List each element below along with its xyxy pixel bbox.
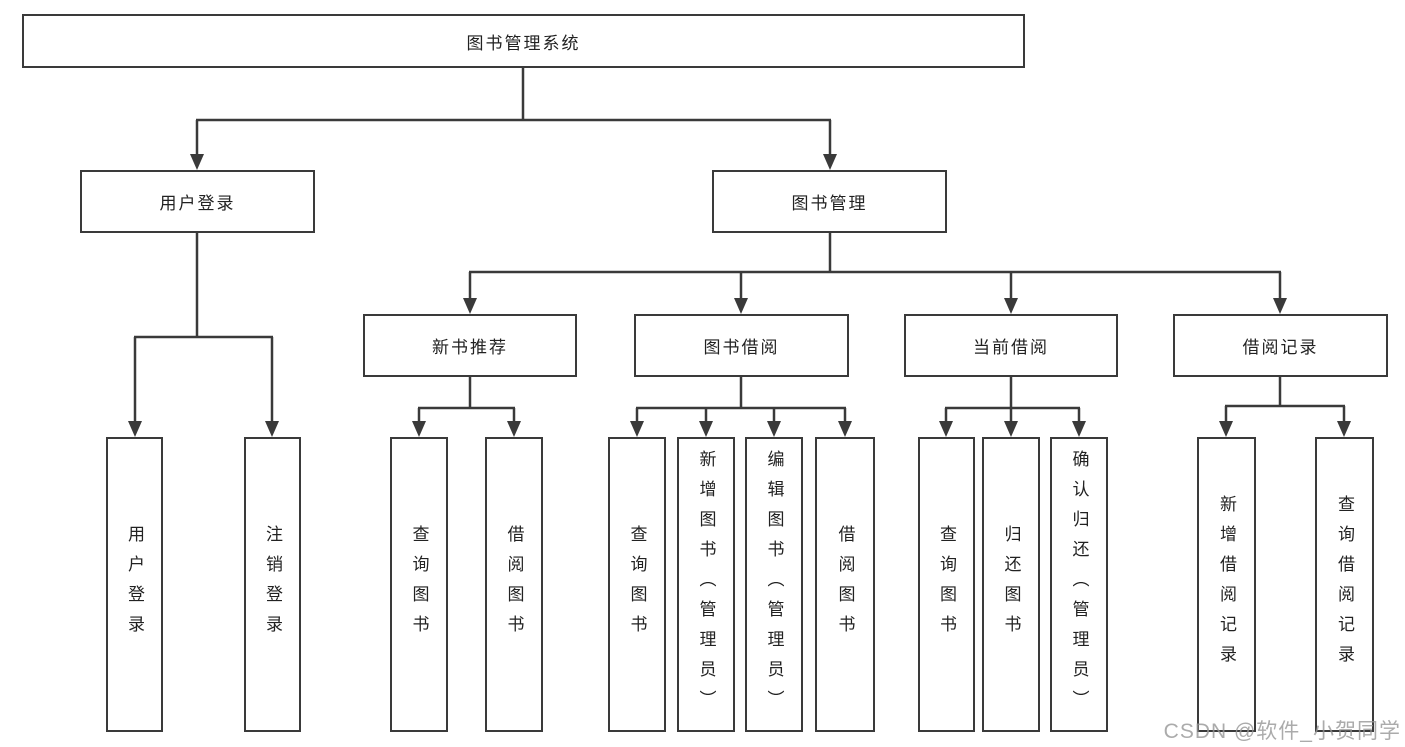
connector-current-borrow-to-leaves — [944, 377, 1081, 423]
node-user-login: 用户登录 — [80, 170, 315, 233]
leaf-user-login: 用户登录 — [106, 437, 163, 732]
connector-user-login-to-leaves — [133, 233, 274, 423]
leaf-new-books-borrow-label: 借阅图书 — [504, 524, 524, 645]
leaf-records-add-label: 新增借阅记录 — [1217, 494, 1236, 675]
node-borrow-records-label: 借阅记录 — [1242, 338, 1319, 357]
leaf-current-borrow-query-label: 查询图书 — [937, 524, 956, 645]
leaf-book-borrow-add-admin-label: 新增图书（管理员） — [696, 449, 716, 720]
leaf-new-books-borrow: 借阅图书 — [485, 437, 543, 732]
leaf-user-login-label: 用户登录 — [125, 524, 144, 645]
node-book-management-label: 图书管理 — [791, 194, 868, 213]
node-current-borrow: 当前借阅 — [904, 314, 1118, 377]
node-book-borrow-label: 图书借阅 — [703, 338, 780, 357]
arrowheads — [128, 154, 1351, 437]
connector-new-books-to-leaves — [417, 377, 516, 423]
node-new-books: 新书推荐 — [363, 314, 577, 377]
leaf-current-borrow-confirm-admin: 确认归还（管理员） — [1050, 437, 1108, 732]
leaf-book-borrow-edit-admin-label: 编辑图书（管理员） — [764, 449, 784, 720]
leaf-logout: 注销登录 — [244, 437, 301, 732]
connector-root-to-level2 — [195, 68, 832, 156]
leaf-current-borrow-return: 归还图书 — [982, 437, 1040, 732]
leaf-logout-label: 注销登录 — [263, 524, 282, 645]
connector-book-management-to-level3 — [468, 233, 1282, 300]
leaf-book-borrow-add-admin: 新增图书（管理员） — [677, 437, 735, 732]
connector-book-borrow-to-leaves — [635, 377, 847, 423]
connector-borrow-records-to-leaves — [1224, 377, 1346, 423]
node-new-books-label: 新书推荐 — [432, 338, 508, 357]
watermark: CSDN @软件_小贺同学 — [1163, 720, 1401, 743]
leaf-book-borrow-borrow: 借阅图书 — [815, 437, 875, 732]
node-root: 图书管理系统 — [22, 14, 1025, 68]
node-user-login-label: 用户登录 — [159, 194, 236, 213]
leaf-current-borrow-return-label: 归还图书 — [1001, 524, 1021, 645]
node-book-management: 图书管理 — [712, 170, 947, 233]
leaf-book-borrow-query: 查询图书 — [608, 437, 666, 732]
leaf-records-add: 新增借阅记录 — [1197, 437, 1256, 732]
node-root-label: 图书管理系统 — [466, 33, 581, 53]
node-book-borrow: 图书借阅 — [634, 314, 849, 377]
leaf-records-query-label: 查询借阅记录 — [1335, 494, 1354, 675]
leaf-new-books-query-label: 查询图书 — [409, 524, 429, 645]
leaf-current-borrow-query: 查询图书 — [918, 437, 975, 732]
leaf-new-books-query: 查询图书 — [390, 437, 448, 732]
node-current-borrow-label: 当前借阅 — [973, 338, 1049, 357]
leaf-records-query: 查询借阅记录 — [1315, 437, 1374, 732]
leaf-book-borrow-borrow-label: 借阅图书 — [835, 524, 855, 645]
leaf-current-borrow-confirm-admin-label: 确认归还（管理员） — [1069, 449, 1089, 720]
leaf-book-borrow-edit-admin: 编辑图书（管理员） — [745, 437, 803, 732]
node-borrow-records: 借阅记录 — [1173, 314, 1388, 377]
leaf-book-borrow-query-label: 查询图书 — [627, 524, 647, 645]
